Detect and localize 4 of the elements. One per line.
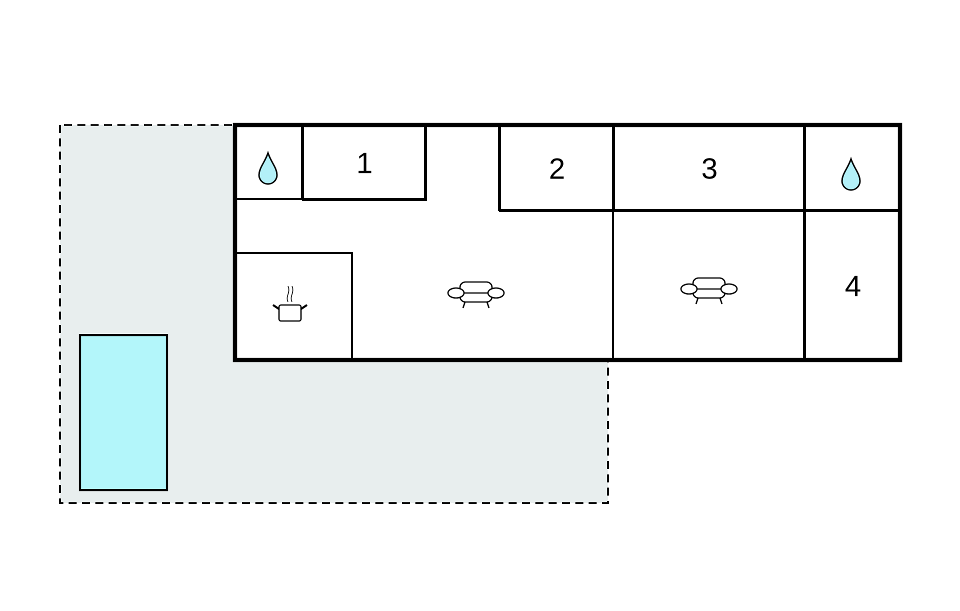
room-box: 2 (499, 125, 615, 212)
room-box: 3 (613, 125, 806, 212)
room-box: 1 (302, 125, 427, 201)
room-box: 4 (804, 210, 902, 362)
